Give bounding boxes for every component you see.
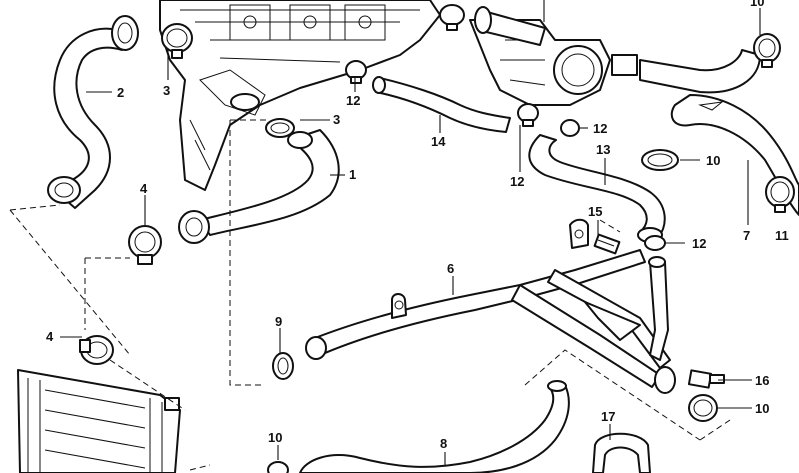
callout-12: 12: [346, 93, 360, 108]
callout-4: 4: [46, 329, 54, 344]
callout-16: 16: [755, 373, 769, 388]
callout-2: 2: [117, 85, 124, 100]
callout-3: 3: [163, 83, 170, 98]
callout-12: 12: [510, 174, 524, 189]
callout-10: 10: [268, 430, 282, 445]
bracket-17: [592, 432, 651, 473]
pipe-6: [305, 218, 676, 394]
callout-3: 3: [333, 112, 340, 127]
callout-7: 7: [743, 228, 750, 243]
clamp-12-top-left: [345, 60, 367, 84]
callout-1: 1: [349, 167, 356, 182]
clamp-12-mid-right: [560, 119, 580, 137]
callout-labels: 2 3 3 1 4 4 12 14 12 12 13 10 10 7 11 15…: [46, 0, 789, 451]
hose-1: [178, 129, 340, 244]
callout-10: 10: [750, 0, 764, 9]
callout-4: 4: [140, 181, 148, 196]
bolt-16: [687, 369, 725, 389]
callout-15: 15: [588, 204, 602, 219]
callout-6: 6: [447, 261, 454, 276]
clamp-3-upper: [161, 23, 193, 59]
callout-11: 11: [775, 228, 789, 243]
clamp-12-lower: [644, 235, 666, 251]
callout-14: 14: [431, 134, 446, 149]
hose-2: [47, 15, 139, 209]
callout-12: 12: [692, 236, 706, 251]
clamp-10-bottom: [267, 461, 289, 473]
seal-ring-9: [272, 352, 294, 380]
clamp-4-upper: [128, 225, 162, 265]
throttle-body: [469, 19, 638, 106]
callout-10: 10: [755, 401, 769, 416]
hose-14: [372, 76, 511, 133]
bolt-15: [593, 233, 621, 255]
callout-17: 17: [601, 409, 615, 424]
clamp-4-lower: [79, 335, 114, 365]
leader-lines: [60, 0, 761, 465]
clamp-10-lower: [688, 394, 718, 422]
clamp-3-lower: [265, 118, 295, 138]
callout-10: 10: [706, 153, 720, 168]
clamp-10-mid: [641, 149, 679, 171]
hose-8: [299, 380, 570, 473]
callout-13: 13: [596, 142, 610, 157]
callout-8: 8: [440, 436, 447, 451]
clamp-12-mid-left: [517, 103, 539, 127]
assembly-lines: [9, 119, 731, 471]
radiator: [17, 369, 181, 473]
clamp-upper-center: [439, 4, 465, 31]
callout-9: 9: [275, 314, 282, 329]
callout-12: 12: [593, 121, 607, 136]
clamp-10-top: [753, 33, 781, 68]
clamp-11: [765, 176, 795, 213]
